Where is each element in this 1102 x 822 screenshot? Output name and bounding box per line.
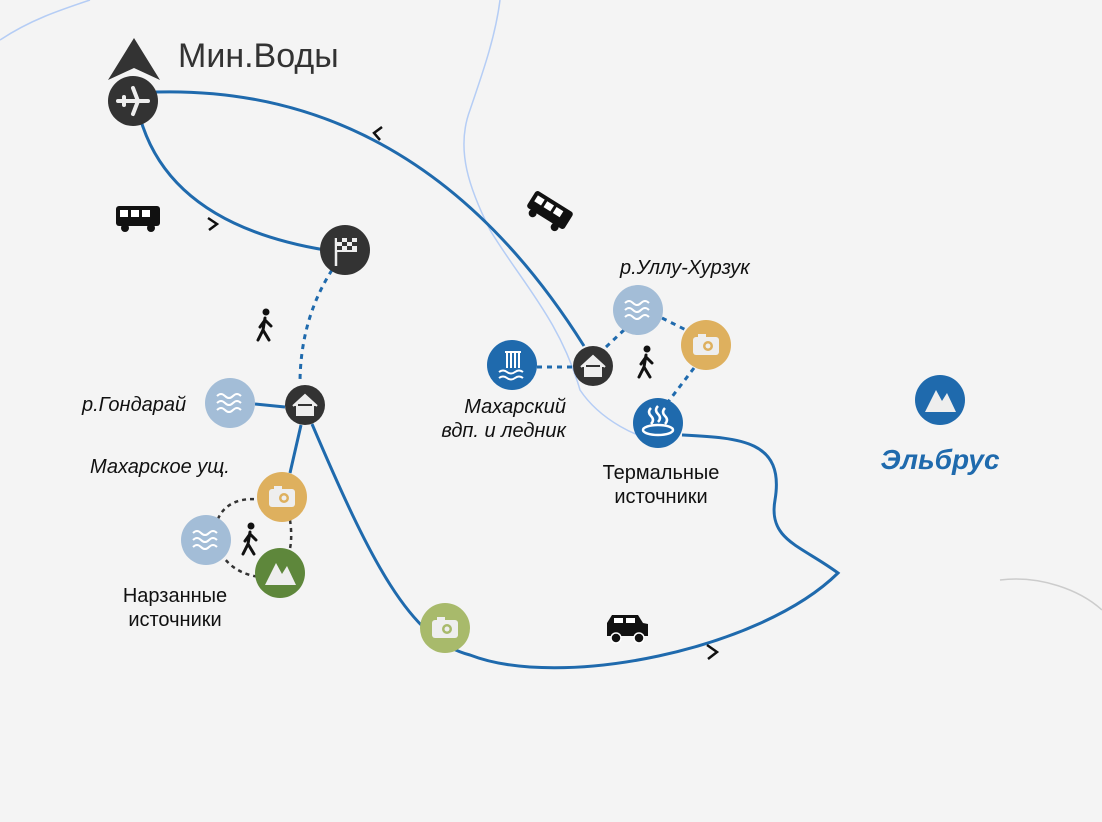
hiking-trails: [298, 269, 696, 403]
marker-thermal-springs[interactable]: [633, 398, 683, 448]
mountain-icon: [265, 563, 296, 585]
label-makharsky-2: вдп. и ледник: [441, 420, 567, 442]
marker-river-gondaray[interactable]: [205, 378, 255, 428]
route-lines: [140, 90, 841, 670]
jeep-icon: [607, 615, 648, 644]
house-icon: [580, 354, 606, 377]
water-waves-icon: [216, 393, 242, 413]
label-makharskoe-gorge: Махарское ущ.: [90, 456, 230, 478]
label-ullu-khurzuk: р.Уллу-Хурзук: [619, 257, 751, 279]
marker-waterfall[interactable]: [487, 340, 537, 390]
marker-photo-ullu[interactable]: [681, 320, 731, 370]
water-waves-icon: [192, 530, 218, 550]
waterfall-icon: [498, 351, 524, 381]
label-elbrus: Эльбрус: [880, 444, 999, 475]
arrow-icon: [372, 126, 383, 141]
direction-arrows: [207, 126, 720, 660]
north-arrow-icon: [108, 38, 160, 80]
marker-narzan-springs[interactable]: [181, 515, 231, 565]
title-min-vody: Мин.Воды: [178, 37, 339, 75]
water-waves-icon: [624, 300, 650, 320]
route-airport-to-start: [140, 123, 326, 252]
label-thermal-1: Термальные: [603, 462, 720, 484]
checkered-flag-icon: [334, 238, 357, 266]
marker-airport[interactable]: [108, 76, 158, 126]
camera-icon: [432, 617, 458, 638]
hiker-icon: [241, 522, 258, 556]
river-lines: [0, 0, 1102, 611]
hiker-icon: [637, 345, 654, 379]
arrow-icon: [207, 216, 220, 231]
route-return-to-airport: [155, 90, 586, 347]
route-home-to-gondaray: [254, 402, 286, 409]
label-narzan-2: источники: [128, 609, 221, 631]
marker-river-ullu[interactable]: [613, 285, 663, 335]
marker-elbrus[interactable]: [915, 375, 965, 425]
bus-icon: [527, 190, 573, 232]
label-thermal-2: источники: [614, 486, 707, 508]
label-gondaray: р.Гондарай: [81, 394, 186, 416]
marker-camp-1[interactable]: [285, 385, 325, 425]
bus-icon: [116, 206, 160, 232]
label-narzan-1: Нарзанные: [123, 585, 227, 607]
camera-icon: [693, 334, 719, 355]
marker-mountain[interactable]: [255, 548, 305, 598]
route-jeep: [310, 423, 841, 670]
marker-start-flag[interactable]: [320, 225, 370, 275]
hiker-icon: [256, 308, 273, 342]
marker-photo-makharskoe[interactable]: [257, 472, 307, 522]
mountain-icon: [925, 390, 956, 412]
arrow-icon: [706, 643, 720, 660]
marker-photo-valley[interactable]: [420, 603, 470, 653]
marker-camp-2[interactable]: [573, 346, 613, 386]
hot-spring-icon: [641, 405, 675, 437]
camera-icon: [269, 486, 295, 507]
house-icon: [292, 393, 318, 416]
label-makharsky-1: Махарский: [464, 396, 566, 418]
route-home-to-camera: [288, 424, 303, 474]
airplane-icon: [116, 86, 150, 116]
